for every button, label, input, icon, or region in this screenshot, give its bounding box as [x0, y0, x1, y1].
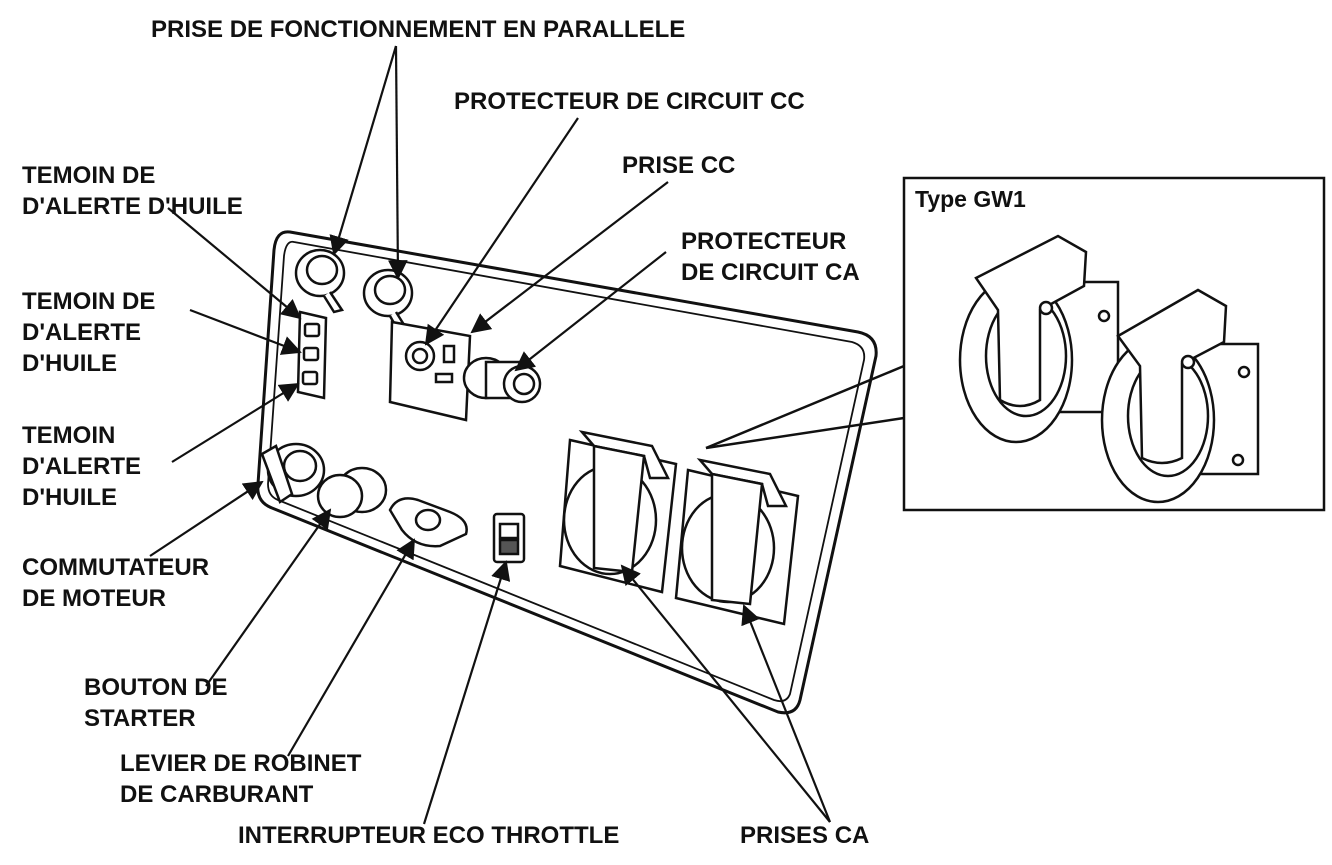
- label-engine-switch: COMMUTATEUR DE MOTEUR: [22, 552, 209, 614]
- label-oil-warning-2-line3: D'HUILE: [22, 350, 118, 377]
- leader-dc-socket: [470, 181, 669, 334]
- label-ac-protector-line1: PROTECTEUR: [681, 228, 847, 255]
- label-oil-warning-2-line1: TEMOIN DE: [22, 288, 156, 315]
- oil-warning-indicators: [296, 310, 328, 400]
- label-engine-switch-line2: DE MOTEUR: [22, 585, 166, 612]
- ac-socket-right: [674, 458, 800, 626]
- label-oil-warning-1-line2: D'ALERTE D'HUILE: [22, 193, 243, 220]
- leader-oil-2: [189, 308, 302, 355]
- inset-connector: [705, 364, 905, 450]
- label-oil-warning-3: TEMOIN D'ALERTE D'HUILE: [22, 420, 141, 513]
- label-engine-switch-line1: COMMUTATEUR: [22, 554, 210, 581]
- leader-choke: [205, 508, 332, 687]
- leader-parallel-left: [329, 45, 398, 256]
- leader-engine-switch: [149, 480, 264, 557]
- label-dc-socket: PRISE CC: [622, 152, 736, 179]
- label-ac-protector-line2: DE CIRCUIT CA: [681, 259, 860, 286]
- label-oil-warning-2: TEMOIN DE D'ALERTE D'HUILE: [22, 286, 155, 379]
- leader-fuel-valve: [287, 538, 415, 757]
- label-ac-sockets: PRISES CA: [740, 822, 870, 849]
- label-oil-warning-2-line2: D'ALERTE: [22, 319, 142, 346]
- inset-title: Type GW1: [915, 186, 1026, 212]
- label-ac-protector: PROTECTEUR DE CIRCUIT CA: [681, 226, 860, 288]
- label-oil-warning-3-line1: TEMOIN: [22, 422, 116, 449]
- leader-ac-socket-left: [620, 564, 831, 823]
- leader-ac-protector: [514, 251, 667, 372]
- label-choke-knob-line2: STARTER: [84, 705, 196, 732]
- label-oil-warning-3-line2: D'ALERTE: [22, 453, 142, 480]
- leader-eco-throttle: [422, 560, 511, 825]
- leader-dc-protector: [424, 117, 579, 346]
- choke-knob: [316, 466, 388, 519]
- label-choke-knob-line1: BOUTON DE: [84, 674, 228, 701]
- parallel-socket-right: [362, 268, 414, 332]
- label-fuel-valve: LEVIER DE ROBINET DE CARBURANT: [120, 748, 361, 810]
- inset-socket-left: [958, 234, 1120, 444]
- label-oil-warning-3-line3: D'HUILE: [22, 484, 118, 511]
- leader-ac-socket-right: [741, 604, 832, 823]
- label-choke-knob: BOUTON DE STARTER: [84, 672, 228, 734]
- eco-throttle-switch: [492, 512, 526, 564]
- leader-oil-3: [171, 382, 300, 463]
- label-fuel-valve-line1: LEVIER DE ROBINET: [120, 750, 362, 777]
- label-parallel-socket: PRISE DE FONCTIONNEMENT EN PARALLELE: [151, 16, 686, 43]
- label-oil-warning-1-line1: TEMOIN DE: [22, 162, 156, 189]
- label-eco-throttle: INTERRUPTEUR ECO THROTTLE: [238, 822, 620, 849]
- ac-socket-left: [558, 430, 678, 594]
- label-dc-protector: PROTECTEUR DE CIRCUIT CC: [454, 88, 805, 115]
- dc-panel: [388, 320, 472, 422]
- label-fuel-valve-line2: DE CARBURANT: [120, 781, 314, 808]
- leader-lines: [149, 45, 832, 825]
- engine-switch: [260, 442, 326, 504]
- inset-socket-right: [1100, 288, 1260, 504]
- leader-parallel-right: [387, 45, 408, 280]
- ac-circuit-protector: [462, 356, 542, 404]
- fuel-valve-lever: [388, 497, 468, 548]
- parallel-socket-left: [294, 248, 346, 314]
- label-oil-warning-1: TEMOIN DE D'ALERTE D'HUILE: [22, 160, 243, 222]
- leader-oil-1: [167, 207, 302, 320]
- control-panel: [256, 230, 878, 715]
